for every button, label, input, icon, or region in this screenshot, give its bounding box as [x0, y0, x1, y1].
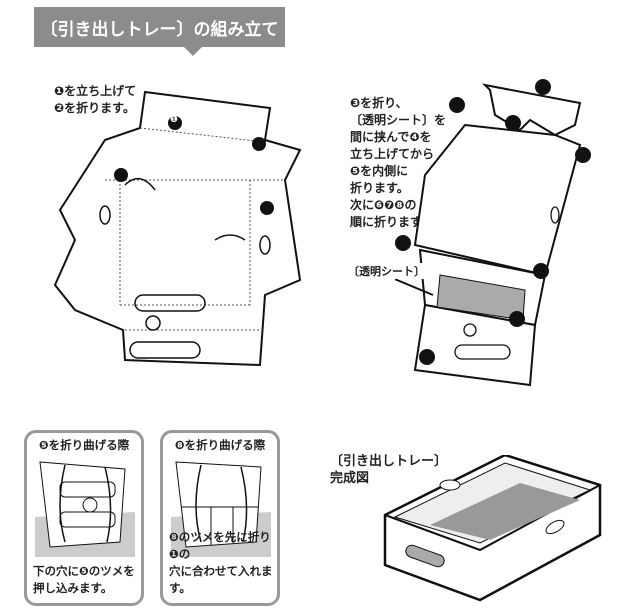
- completed-tray-illustration: [383, 455, 602, 602]
- flat-tray-diagram: [53, 90, 302, 367]
- section-title: 〔引き出しトレー〕の組み立て: [40, 19, 279, 40]
- tip-heading: ❺を折り曲げる際: [38, 438, 130, 452]
- completed-title: 〔引き出しトレー〕: [330, 454, 448, 469]
- folding-tray-diagram: [395, 79, 591, 387]
- step1-instruction: ❶を立ち上げて ❷を折ります。: [54, 84, 137, 115]
- tip-heading: ❽を折り曲げる際: [174, 438, 266, 452]
- tip2-illustration: [171, 461, 271, 557]
- tip-card-fold-8: ❽を折り曲げる際 ❽のツメを先に折り❶の 穴に合わせて入れます。: [160, 430, 280, 606]
- completed-subtitle: 完成図: [330, 471, 370, 486]
- marker-1: ❶: [170, 115, 179, 125]
- section-title-banner: 〔引き出しトレー〕の組み立て: [34, 7, 285, 56]
- tip-card-fold-5: ❺を折り曲げる際 下の穴に❺のツメを 押し込みます。: [24, 430, 144, 606]
- tip-text: 下の穴に❺のツメを 押し込みます。: [33, 564, 135, 595]
- tip-text: ❽のツメを先に折り❶の 穴に合わせて入れます。: [169, 530, 273, 595]
- transparent-sheet-label: 〔透明シート〕: [348, 263, 425, 279]
- tip1-illustration: [35, 461, 135, 557]
- step2-instruction: ❸を折り、 〔透明シート〕を 間に挟んで❹を 立ち上げてから ❺を内側に 折りま…: [350, 96, 447, 229]
